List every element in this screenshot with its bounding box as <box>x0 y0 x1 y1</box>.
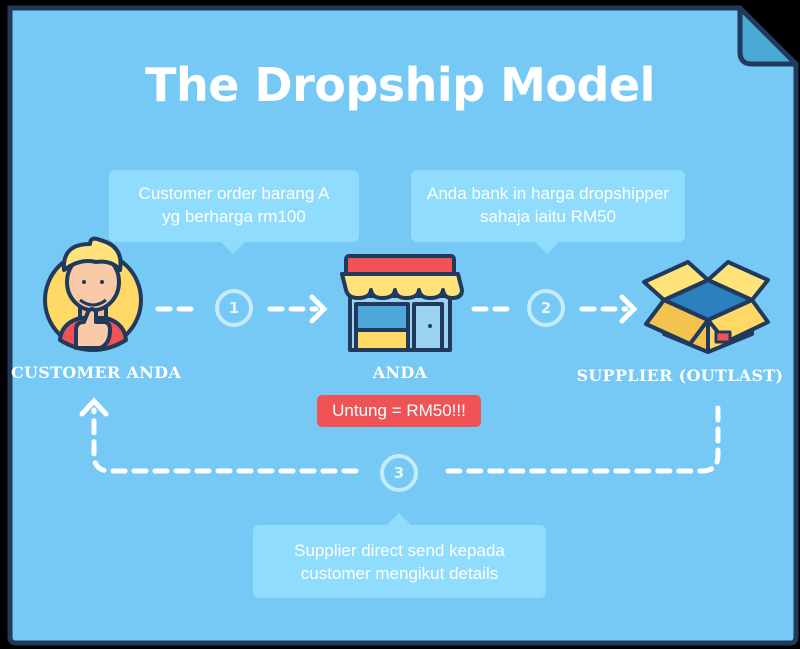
shop-icon <box>340 254 464 352</box>
bubble-line: customer mengikut details <box>300 564 499 583</box>
bubble-line: Supplier direct send kepada <box>294 541 505 560</box>
open-box-icon <box>642 260 770 354</box>
label-customer: CUSTOMER ANDA <box>10 363 182 382</box>
bubble-line: yg berharga rm100 <box>162 207 306 226</box>
step-2-badge: 2 <box>527 289 565 327</box>
step-3-badge: 3 <box>380 454 418 492</box>
label-anda: ANDA <box>372 363 428 382</box>
bubble-line: sahaja iaitu RM50 <box>479 207 617 226</box>
bubble-line: Anda bank in harga dropshipper <box>427 184 669 203</box>
arrow-head-2 <box>619 294 638 324</box>
profit-badge: Untung = RM50!!! <box>317 395 481 427</box>
folded-corner <box>737 5 799 67</box>
return-line-right <box>445 405 721 474</box>
return-line-left <box>91 407 359 474</box>
arrow-head-1 <box>309 294 328 324</box>
page-title: The Dropship Model <box>145 58 655 112</box>
label-supplier: SUPPLIER (OUTLAST) <box>576 366 784 385</box>
bubble-supplier-send: Supplier direct send kepada customer men… <box>253 513 546 598</box>
bubble-bank-in: Anda bank in harga dropshipper sahaja ia… <box>411 170 685 254</box>
bubble-customer-order: Customer order barang A yg berharga rm10… <box>109 170 359 254</box>
bubble-line: Customer order barang A <box>138 184 330 203</box>
step-1-badge: 1 <box>215 289 253 327</box>
thumbs-up-man-icon <box>43 236 143 352</box>
arrow-head-3 <box>79 397 109 417</box>
